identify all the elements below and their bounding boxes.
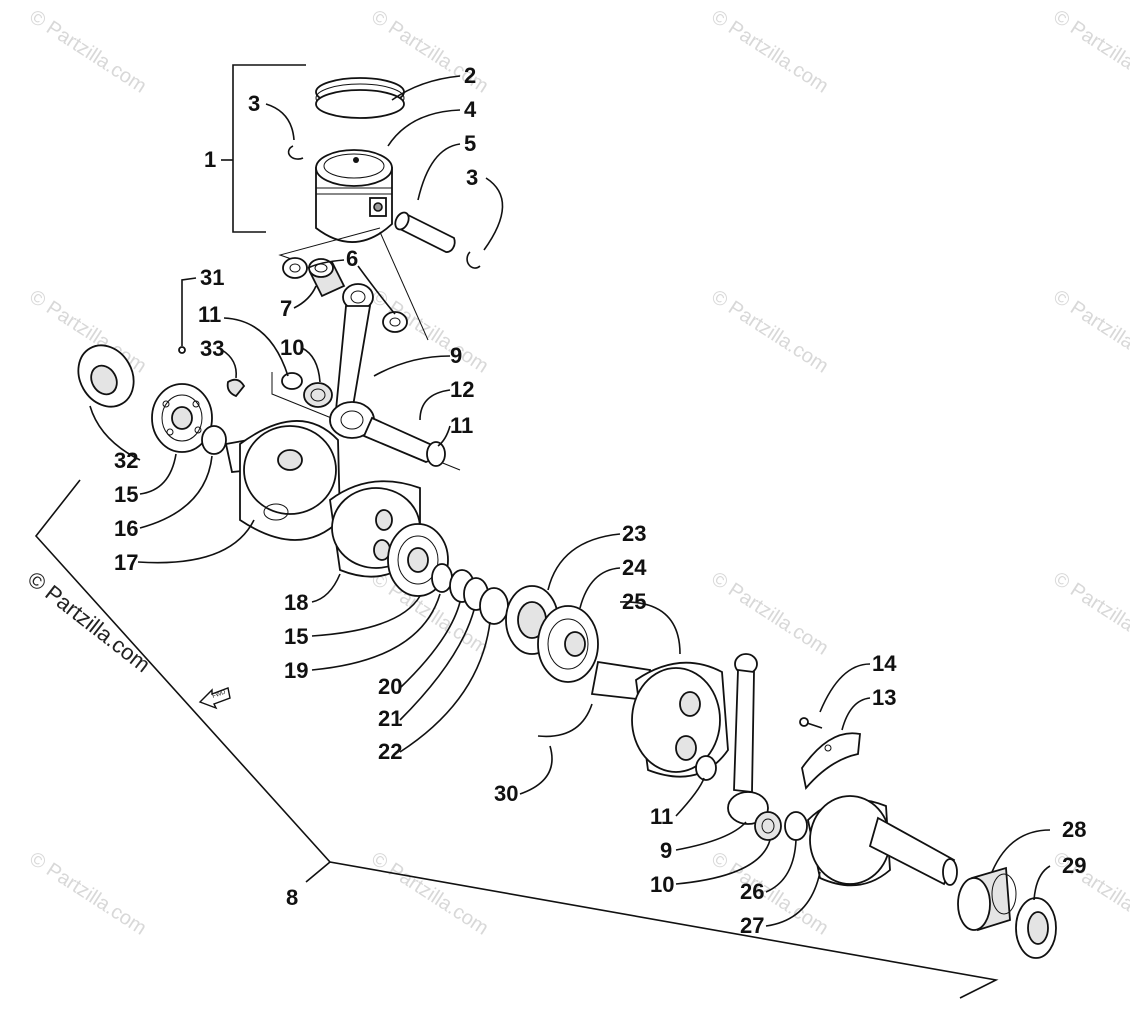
watermark: © Partzilla.com: [367, 286, 492, 378]
left-oil-seal: [77, 344, 135, 408]
callout-13: 13: [872, 685, 896, 710]
callout-11: 11: [198, 302, 221, 327]
callout-17: 17: [114, 550, 138, 575]
callout-15: 15: [284, 624, 308, 649]
callout-20: 20: [378, 674, 402, 699]
right-crank-flywheel: [590, 660, 729, 778]
crank-bolt: [799, 717, 823, 729]
watermark: © Partzilla.com: [1049, 286, 1130, 378]
seal-labyrinth-rings: [431, 563, 509, 625]
callout-3: 3: [466, 165, 478, 190]
callout-labels: 1 2 3 4 5 3 6 7 31 11 10 33 9 12 11 32 1…: [114, 63, 1086, 938]
forward-direction-arrow: FWD: [198, 687, 231, 710]
watermark: © Partzilla.com: [1049, 568, 1130, 660]
callout-10: 10: [280, 335, 304, 360]
callout-14: 14: [872, 651, 897, 676]
callout-4: 4: [464, 97, 477, 122]
callout-16: 16: [114, 516, 138, 541]
right-main-bearing: [537, 605, 599, 683]
callout-33: 33: [200, 336, 224, 361]
watermark-group: © Partzilla.com © Partzilla.com © Partzi…: [23, 6, 1130, 940]
callout-24: 24: [622, 555, 647, 580]
piston-assembly-bracket: [221, 64, 306, 233]
callout-9: 9: [450, 343, 462, 368]
callout-8: 8: [286, 885, 298, 910]
piston-pin: [394, 211, 456, 253]
forward-label: FWD: [212, 689, 228, 700]
balance-weight-plate: [801, 732, 861, 790]
callout-7: 7: [280, 296, 292, 321]
callout-32: 32: [114, 448, 138, 473]
callout-11: 11: [650, 804, 673, 829]
callout-11: 11: [450, 413, 473, 438]
callout-27: 27: [740, 913, 764, 938]
thrust-washer-ring: [281, 372, 303, 390]
left-main-bearing: [151, 383, 213, 453]
shim-ring-right: [784, 811, 808, 841]
watermark: © Partzilla.com: [25, 6, 150, 98]
shim-ring: [201, 425, 227, 455]
crankshaft-assembly-bracket: [34, 479, 999, 999]
thrust-washers: [282, 257, 408, 333]
callout-3: 3: [248, 91, 260, 116]
big-end-needle-bearing-lower: [754, 811, 782, 841]
bearing-snap-ring: [537, 703, 593, 738]
callout-22: 22: [378, 739, 402, 764]
callout-26: 26: [740, 879, 764, 904]
dowel-pin: [178, 346, 186, 354]
callout-21: 21: [378, 706, 402, 731]
crank-pin: [362, 416, 434, 463]
crank-pin-washer-lower: [695, 755, 717, 781]
connecting-rod-upper: [329, 283, 375, 439]
watermark: © Partzilla.com: [367, 848, 492, 940]
callout-1: 1: [204, 147, 216, 172]
callout-28: 28: [1062, 817, 1086, 842]
watermark: © Partzilla.com: [707, 286, 832, 378]
side-watermark: © Partzilla.com: [23, 566, 155, 677]
pto-crank-flywheel: [807, 795, 958, 887]
leader-lines: [89, 75, 1051, 927]
big-end-needle-bearing: [303, 382, 333, 408]
callout-5: 5: [464, 131, 476, 156]
callout-31: 31: [200, 265, 224, 290]
pto-roller-bearing: [957, 866, 1017, 932]
callout-19: 19: [284, 658, 308, 683]
piston: [315, 149, 393, 243]
callout-15: 15: [114, 482, 138, 507]
callout-10: 10: [650, 872, 674, 897]
callout-12: 12: [450, 377, 474, 402]
piston-pin-circlip-right: [466, 251, 481, 269]
watermark: © Partzilla.com: [707, 568, 832, 660]
callout-23: 23: [622, 521, 646, 546]
connecting-rod-lower: [727, 653, 769, 825]
callout-2: 2: [464, 63, 476, 88]
watermark: © Partzilla.com: [25, 848, 150, 940]
piston-rings: [315, 77, 405, 119]
callout-25: 25: [622, 589, 646, 614]
woodruff-key: [226, 378, 246, 398]
watermark: © Partzilla.com: [707, 6, 832, 98]
callout-6: 6: [346, 246, 358, 271]
piston-pin-circlip: [287, 145, 304, 160]
watermark: © Partzilla.com: [1049, 6, 1130, 98]
callout-9: 9: [660, 838, 672, 863]
crank-pin-washer: [426, 441, 446, 467]
callout-29: 29: [1062, 853, 1086, 878]
callout-18: 18: [284, 590, 308, 615]
left-crank-flywheel: [224, 420, 341, 541]
callout-30: 30: [494, 781, 518, 806]
pto-oil-seal: [1015, 897, 1057, 959]
